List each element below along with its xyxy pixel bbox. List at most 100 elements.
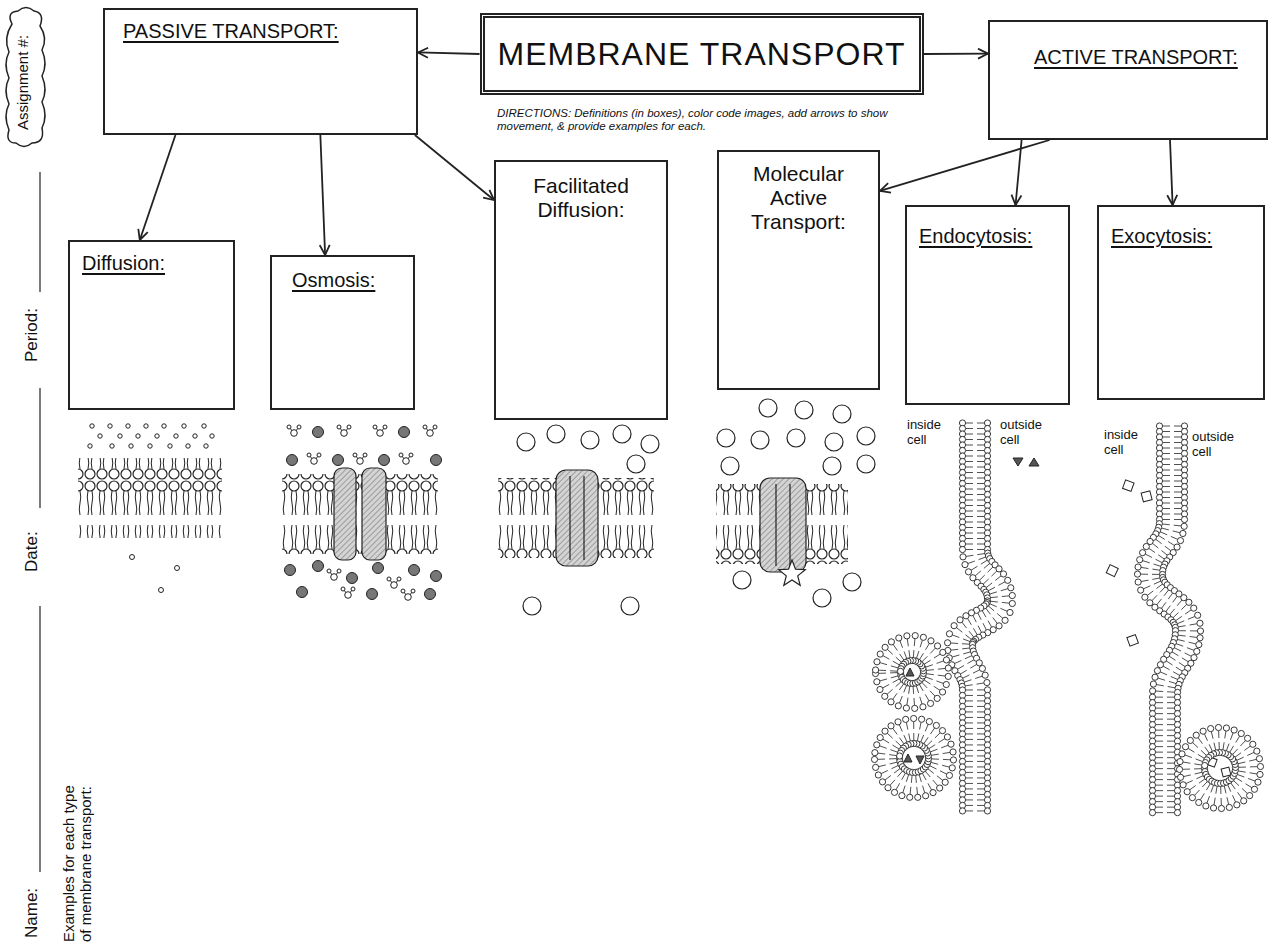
exocytosis-figure xyxy=(1163,492,1171,493)
endocytosis-figure xyxy=(934,654,940,658)
exocytosis-figure xyxy=(1172,652,1178,656)
exocytosis-figure xyxy=(1157,599,1162,605)
exocytosis-figure xyxy=(1156,807,1164,808)
endocytosis-figure xyxy=(977,750,985,751)
exocytosis-figure xyxy=(1247,792,1253,798)
branch-arrow xyxy=(320,135,325,255)
side-label: inside cell xyxy=(907,418,951,448)
endocytosis-figure xyxy=(877,686,883,692)
endocytosis-figure xyxy=(930,749,937,752)
endocytosis-figure xyxy=(917,733,918,740)
endocytosis-figure xyxy=(936,681,943,684)
endocytosis-figure xyxy=(920,704,926,710)
endocytosis-figure xyxy=(988,621,992,628)
osmosis-figure xyxy=(282,425,442,600)
exocytosis-figure xyxy=(1196,776,1203,779)
endocytosis-figure xyxy=(925,724,928,731)
endocytosis-figure xyxy=(877,651,883,657)
endocytosis-figure xyxy=(979,575,984,580)
exocytosis-figure xyxy=(1190,630,1197,631)
diffusion-figure xyxy=(204,444,208,448)
endocytosis-figure xyxy=(893,745,899,749)
diffusion-figure xyxy=(193,434,197,438)
exocytosis-figure xyxy=(1194,764,1201,765)
endocytosis-figure xyxy=(879,670,886,671)
endocytosis-figure xyxy=(977,472,985,473)
endocytosis-figure xyxy=(966,489,974,490)
endocytosis-figure xyxy=(935,733,940,738)
facilitated-figure xyxy=(627,455,645,473)
endocytosis-figure xyxy=(933,722,939,728)
endocytosis-figure xyxy=(911,775,913,782)
endocytosis-figure xyxy=(977,805,985,806)
exocytosis-figure xyxy=(1154,581,1161,584)
endocytosis-figure xyxy=(878,753,885,754)
exocytosis-figure xyxy=(1156,724,1164,725)
exocytosis-figure xyxy=(1238,771,1245,772)
endocytosis-figure xyxy=(984,563,990,568)
exocytosis-figure xyxy=(1156,730,1164,731)
exocytosis-figure xyxy=(1181,604,1186,609)
exocytosis-figure xyxy=(1184,789,1190,795)
endocytosis-figure xyxy=(906,668,914,676)
exocytosis-figure xyxy=(1174,431,1182,432)
endocytosis-figure xyxy=(883,739,889,743)
endocytosis-figure xyxy=(928,783,932,790)
endocytosis-figure xyxy=(890,672,897,673)
endocytosis-figure xyxy=(966,766,974,767)
endocytosis-figure xyxy=(880,663,887,665)
endocytosis-figure xyxy=(1007,609,1013,615)
endocytosis-figure xyxy=(877,734,883,740)
form-blank-line xyxy=(39,172,40,292)
endocytosis-figure xyxy=(977,706,985,707)
exocytosis-figure xyxy=(1196,642,1202,648)
form-blank-line xyxy=(39,172,40,872)
endocytosis-figure xyxy=(977,489,985,490)
endocytosis-figure xyxy=(926,669,933,671)
endocytosis-figure xyxy=(957,617,963,623)
active-transport-figure xyxy=(843,573,861,591)
active-transport-figure xyxy=(779,560,806,585)
exocytosis-figure xyxy=(1167,774,1175,775)
endocytosis-figure xyxy=(899,725,902,732)
endocytosis-figure xyxy=(909,686,910,693)
endocytosis-figure xyxy=(909,650,910,657)
endocytosis-figure xyxy=(1013,458,1023,466)
branch-arrow xyxy=(1016,140,1022,205)
endocytosis-figure xyxy=(895,703,901,709)
endocytosis-figure xyxy=(944,640,950,646)
endocytosis-figure xyxy=(889,758,896,759)
exocytosis-figure xyxy=(1163,497,1171,498)
endocytosis-figure xyxy=(891,666,898,668)
exocytosis-figure xyxy=(1215,724,1221,730)
endocytosis-figure xyxy=(930,790,936,796)
exocytosis-figure xyxy=(1163,519,1171,520)
exocytosis-figure xyxy=(1174,648,1181,651)
exocytosis-figure xyxy=(1174,514,1182,515)
exocytosis-figure xyxy=(1141,574,1148,575)
osmosis-figure xyxy=(373,425,387,436)
endocytosis-figure xyxy=(977,500,985,501)
endocytosis-figure xyxy=(960,670,966,674)
exocytosis-figure xyxy=(1167,779,1175,780)
form-field-label: Name: xyxy=(22,888,42,938)
endocytosis-figure xyxy=(931,758,938,759)
active-transport-figure xyxy=(751,431,769,449)
exocytosis-figure xyxy=(1200,794,1204,800)
exocytosis-figure xyxy=(1137,557,1143,563)
endocytosis-figure xyxy=(966,700,974,701)
endocytosis-figure xyxy=(966,527,974,528)
osmosis-figure xyxy=(297,587,308,598)
form-field-label: Date: xyxy=(22,531,42,572)
exocytosis-figure xyxy=(1156,812,1164,813)
exocytosis-figure xyxy=(1216,786,1217,793)
exocytosis-figure xyxy=(1214,743,1216,750)
exocytosis-figure xyxy=(1156,713,1164,714)
facilitated-figure xyxy=(641,435,659,453)
exocytosis-figure xyxy=(1163,666,1170,670)
endocytosis-figure xyxy=(897,668,903,674)
endocytosis-figure xyxy=(922,656,927,661)
endocytosis-figure xyxy=(962,643,969,644)
facilitated-figure xyxy=(569,476,570,560)
diffusion-figure xyxy=(162,424,166,428)
